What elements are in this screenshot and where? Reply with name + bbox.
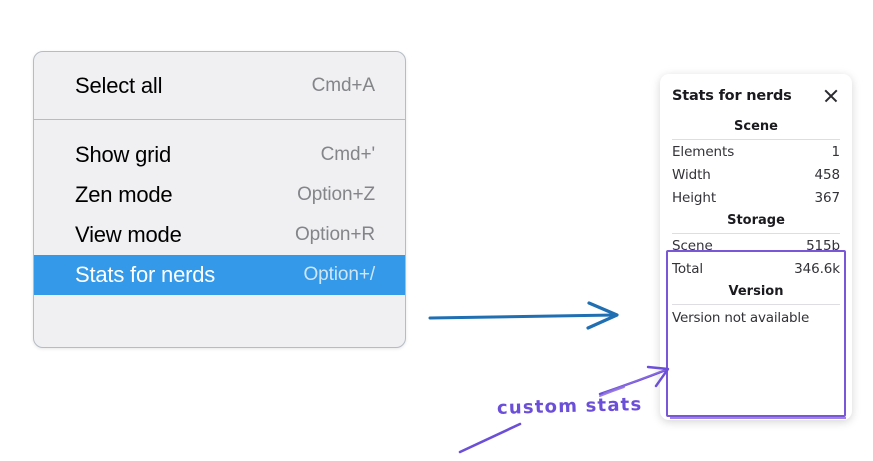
menu-item-shortcut: Option+R — [295, 224, 375, 245]
section-heading-scene: Scene — [734, 119, 778, 134]
menu-item-select-all[interactable]: Select all Cmd+A — [34, 66, 405, 106]
stats-row-storage-scene: Scene 515b — [670, 234, 842, 257]
menu-item-show-grid[interactable]: Show grid Cmd+' — [34, 135, 405, 175]
custom-stats-callout-label: custom stats — [496, 394, 643, 419]
stats-row-elements: Elements 1 — [670, 140, 842, 163]
stats-row-key: Elements — [672, 144, 735, 160]
stats-row-value: 515b — [806, 238, 840, 254]
stats-row-height: Height 367 — [670, 186, 842, 209]
version-not-available-text: Version not available — [672, 310, 810, 326]
callout-arrow-icon — [598, 365, 670, 396]
menu-item-zen-mode[interactable]: Zen mode Option+Z — [34, 175, 405, 215]
close-icon[interactable] — [822, 87, 840, 105]
section-heading-storage: Storage — [727, 213, 785, 228]
menu-item-shortcut: Option+Z — [297, 184, 375, 205]
menu-item-shortcut: Cmd+' — [320, 144, 375, 165]
stats-panel-header: Stats for nerds — [670, 87, 842, 105]
menu-item-label: View mode — [75, 222, 182, 247]
section-rule — [672, 304, 840, 305]
menu-section-view: Show grid Cmd+' Zen mode Option+Z View m… — [34, 120, 405, 312]
stats-for-nerds-panel[interactable]: Stats for nerds Scene Elements 1 Width 4… — [660, 74, 852, 420]
menu-item-shortcut: Option+/ — [303, 264, 375, 285]
stats-row-storage-total: Total 346.6k — [670, 257, 842, 280]
stats-row-value: 346.6k — [794, 261, 840, 277]
menu-divider — [34, 119, 405, 120]
section-heading-version: Version — [728, 284, 784, 299]
stats-section-version: Version Version not available — [670, 280, 842, 329]
menu-item-label: Zen mode — [75, 182, 173, 207]
context-menu[interactable]: Select all Cmd+A Show grid Cmd+' Zen mod… — [33, 51, 406, 348]
stats-row-value: 367 — [814, 190, 841, 206]
section-rule — [672, 233, 840, 234]
menu-item-label: Show grid — [75, 142, 172, 167]
stats-row-key: Total — [672, 261, 704, 277]
flow-arrow-icon — [428, 301, 619, 330]
menu-item-label: Select all — [75, 73, 163, 98]
stats-section-scene: Scene Elements 1 Width 458 Height 367 — [670, 115, 842, 209]
menu-item-shortcut: Cmd+A — [311, 75, 375, 96]
stats-row-key: Scene — [672, 238, 713, 254]
menu-item-stats-for-nerds[interactable]: Stats for nerds Option+/ — [34, 255, 405, 295]
stats-row-value: 1 — [831, 144, 841, 160]
callout-underline-stroke — [458, 422, 522, 454]
stats-row-width: Width 458 — [670, 163, 842, 186]
section-rule — [672, 139, 840, 140]
menu-section-primary: Select all Cmd+A — [34, 52, 405, 119]
menu-item-view-mode[interactable]: View mode Option+R — [34, 215, 405, 255]
menu-item-label: Stats for nerds — [75, 262, 216, 287]
stats-section-storage: Storage Scene 515b Total 346.6k — [670, 209, 842, 280]
stats-row-value: 458 — [814, 167, 841, 183]
stats-row-key: Height — [672, 190, 717, 206]
stats-row-key: Width — [672, 167, 711, 183]
menu-footer-spacer — [34, 295, 405, 312]
stats-panel-title: Stats for nerds — [672, 88, 792, 104]
